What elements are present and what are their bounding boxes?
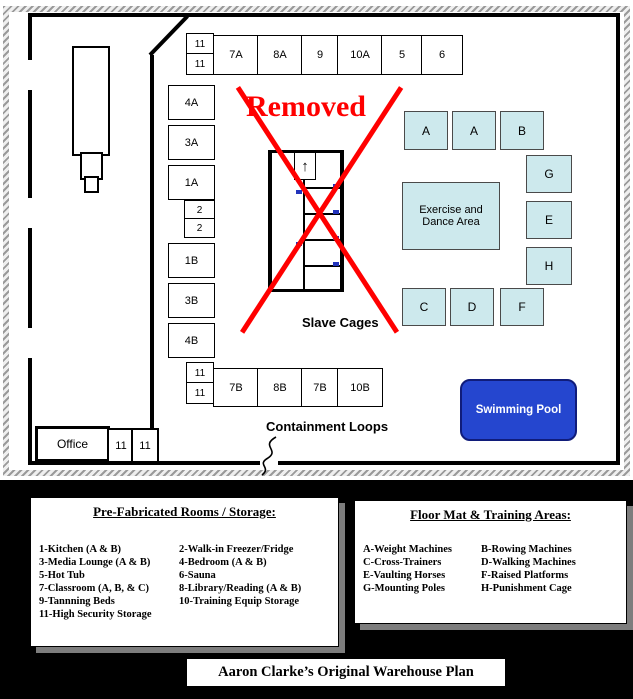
- cage-door-marker-2: [333, 210, 339, 214]
- legend-item: 6-Sauna: [179, 570, 216, 581]
- room-9: 9: [301, 35, 339, 75]
- room-10A: 10A: [337, 35, 383, 75]
- room-5: 5: [381, 35, 423, 75]
- containment-loop-squiggle: [261, 436, 277, 476]
- cage-divider-h1: [305, 187, 340, 189]
- prefab-rooms-col2: 2-Walk-in Freezer/Fridge 4-Bedroom (A & …: [179, 543, 301, 608]
- mat-A-1: A: [404, 111, 448, 150]
- outer-wall-left-seg2: [28, 90, 32, 198]
- outer-wall-bottom-right: [278, 461, 620, 465]
- room-2-2: 2: [184, 218, 215, 238]
- room-11-left-1: 11: [186, 362, 214, 384]
- room-8A: 8A: [257, 35, 303, 75]
- legend-item: C-Cross-Trainers: [363, 557, 442, 568]
- floor-mats-col2: B-Rowing Machines D-Walking Machines F-R…: [481, 543, 576, 595]
- room-4B: 4B: [168, 323, 215, 358]
- room-2-1: 2: [184, 200, 215, 220]
- room-3B: 3B: [168, 283, 215, 318]
- cage-wall-top: [268, 150, 344, 153]
- mat-E: E: [526, 201, 572, 239]
- legend-item: 4-Bedroom (A & B): [179, 557, 267, 568]
- room-6: 6: [421, 35, 463, 75]
- cage-wall-right: [340, 150, 344, 292]
- mat-B: B: [500, 111, 544, 150]
- outer-wall-left-seg4: [28, 358, 32, 465]
- outer-wall-right: [616, 13, 620, 465]
- legend-item: 8-Library/Reading (A & B): [179, 583, 302, 594]
- legend-item: 3-Media Lounge (A & B): [39, 557, 151, 568]
- mat-D: D: [450, 288, 494, 326]
- mat-F: F: [500, 288, 544, 326]
- legend-item: 2-Walk-in Freezer/Fridge: [179, 544, 294, 555]
- room-7A: 7A: [213, 35, 259, 75]
- room-7B-2: 7B: [301, 368, 339, 407]
- outer-wall-left-seg3: [28, 228, 32, 328]
- outer-wall-top: [28, 13, 620, 17]
- outer-wall-bottom-left: [28, 461, 260, 465]
- legend-item: E-Vaulting Horses: [363, 570, 446, 581]
- prefab-rooms-legend: Pre-Fabricated Rooms / Storage: 1-Kitche…: [30, 497, 339, 647]
- truck-hitch: [84, 176, 99, 193]
- legend-item: 7-Classroom (A, B, & C): [39, 583, 150, 594]
- room-3A: 3A: [168, 125, 215, 160]
- outer-wall-left-seg1: [28, 13, 32, 60]
- prefab-rooms-legend-title: Pre-Fabricated Rooms / Storage:: [93, 504, 276, 519]
- room-4A: 4A: [168, 85, 215, 120]
- building-wall-left: [150, 55, 154, 461]
- legend-item: 9-Tannning Beds: [39, 596, 115, 607]
- room-11-left-2: 11: [186, 382, 214, 404]
- prefab-rooms-col1: 1-Kitchen (A & B) 3-Media Lounge (A & B)…: [39, 543, 152, 621]
- floorplan-region: 11 11 7A 8A 9 10A 5 6 4A 3A 1A 2 2 1B 3B…: [0, 0, 633, 480]
- swimming-pool: Swimming Pool: [460, 379, 577, 441]
- room-1B: 1B: [168, 243, 215, 278]
- cage-door-marker-5: [296, 190, 302, 194]
- legend-item: D-Walking Machines: [481, 557, 576, 568]
- removed-label: Removed: [246, 90, 366, 123]
- cage-divider-vertical: [303, 150, 305, 291]
- legend-item: H-Punishment Cage: [481, 583, 572, 594]
- floor-mats-col1: A-Weight Machines C-Cross-Trainers E-Vau…: [363, 543, 452, 595]
- containment-loops-label: Containment Loops: [266, 419, 389, 434]
- legend-item: G-Mounting Poles: [363, 583, 445, 594]
- cage-divider-h3: [305, 239, 340, 241]
- cage-divider-h4: [305, 265, 340, 267]
- legend-item: 5-Hot Tub: [39, 570, 85, 581]
- legend-item: F-Raised Platforms: [481, 570, 569, 581]
- room-11-top-2: 11: [186, 53, 214, 75]
- mat-G: G: [526, 155, 572, 193]
- legend-item: A-Weight Machines: [363, 544, 452, 555]
- room-1A: 1A: [168, 165, 215, 200]
- room-8B: 8B: [257, 368, 303, 407]
- legend-item: 10-Training Equip Storage: [179, 596, 299, 607]
- legend-item: 1-Kitchen (A & B): [39, 544, 121, 555]
- truck-body: [72, 46, 110, 156]
- legend-item: B-Rowing Machines: [481, 544, 572, 555]
- floor-mats-legend-title: Floor Mat & Training Areas:: [410, 507, 571, 522]
- cage-wall-bottom: [268, 289, 344, 292]
- mat-A-2: A: [452, 111, 496, 150]
- mat-H: H: [526, 247, 572, 285]
- room-11-top-1: 11: [186, 33, 214, 55]
- legend-item: 11-High Security Storage: [39, 609, 152, 620]
- room-10B: 10B: [337, 368, 383, 407]
- cage-wall-left: [268, 150, 272, 292]
- exercise-dance-area: Exercise and Dance Area: [402, 182, 500, 250]
- slave-cages-label: Slave Cages: [302, 315, 379, 330]
- up-arrow-icon: ↑: [294, 152, 316, 180]
- plan-title: Aaron Clarke’s Original Warehouse Plan: [186, 658, 506, 687]
- room-11-office-1: 11: [107, 428, 135, 463]
- cage-door-marker-4: [333, 262, 339, 266]
- office-room: Office: [35, 426, 110, 462]
- room-11-office-2: 11: [131, 428, 159, 463]
- room-7B: 7B: [213, 368, 259, 407]
- legend-region: Pre-Fabricated Rooms / Storage: 1-Kitche…: [0, 480, 633, 699]
- floor-mats-legend: Floor Mat & Training Areas: A-Weight Mac…: [354, 500, 627, 624]
- mat-C: C: [402, 288, 446, 326]
